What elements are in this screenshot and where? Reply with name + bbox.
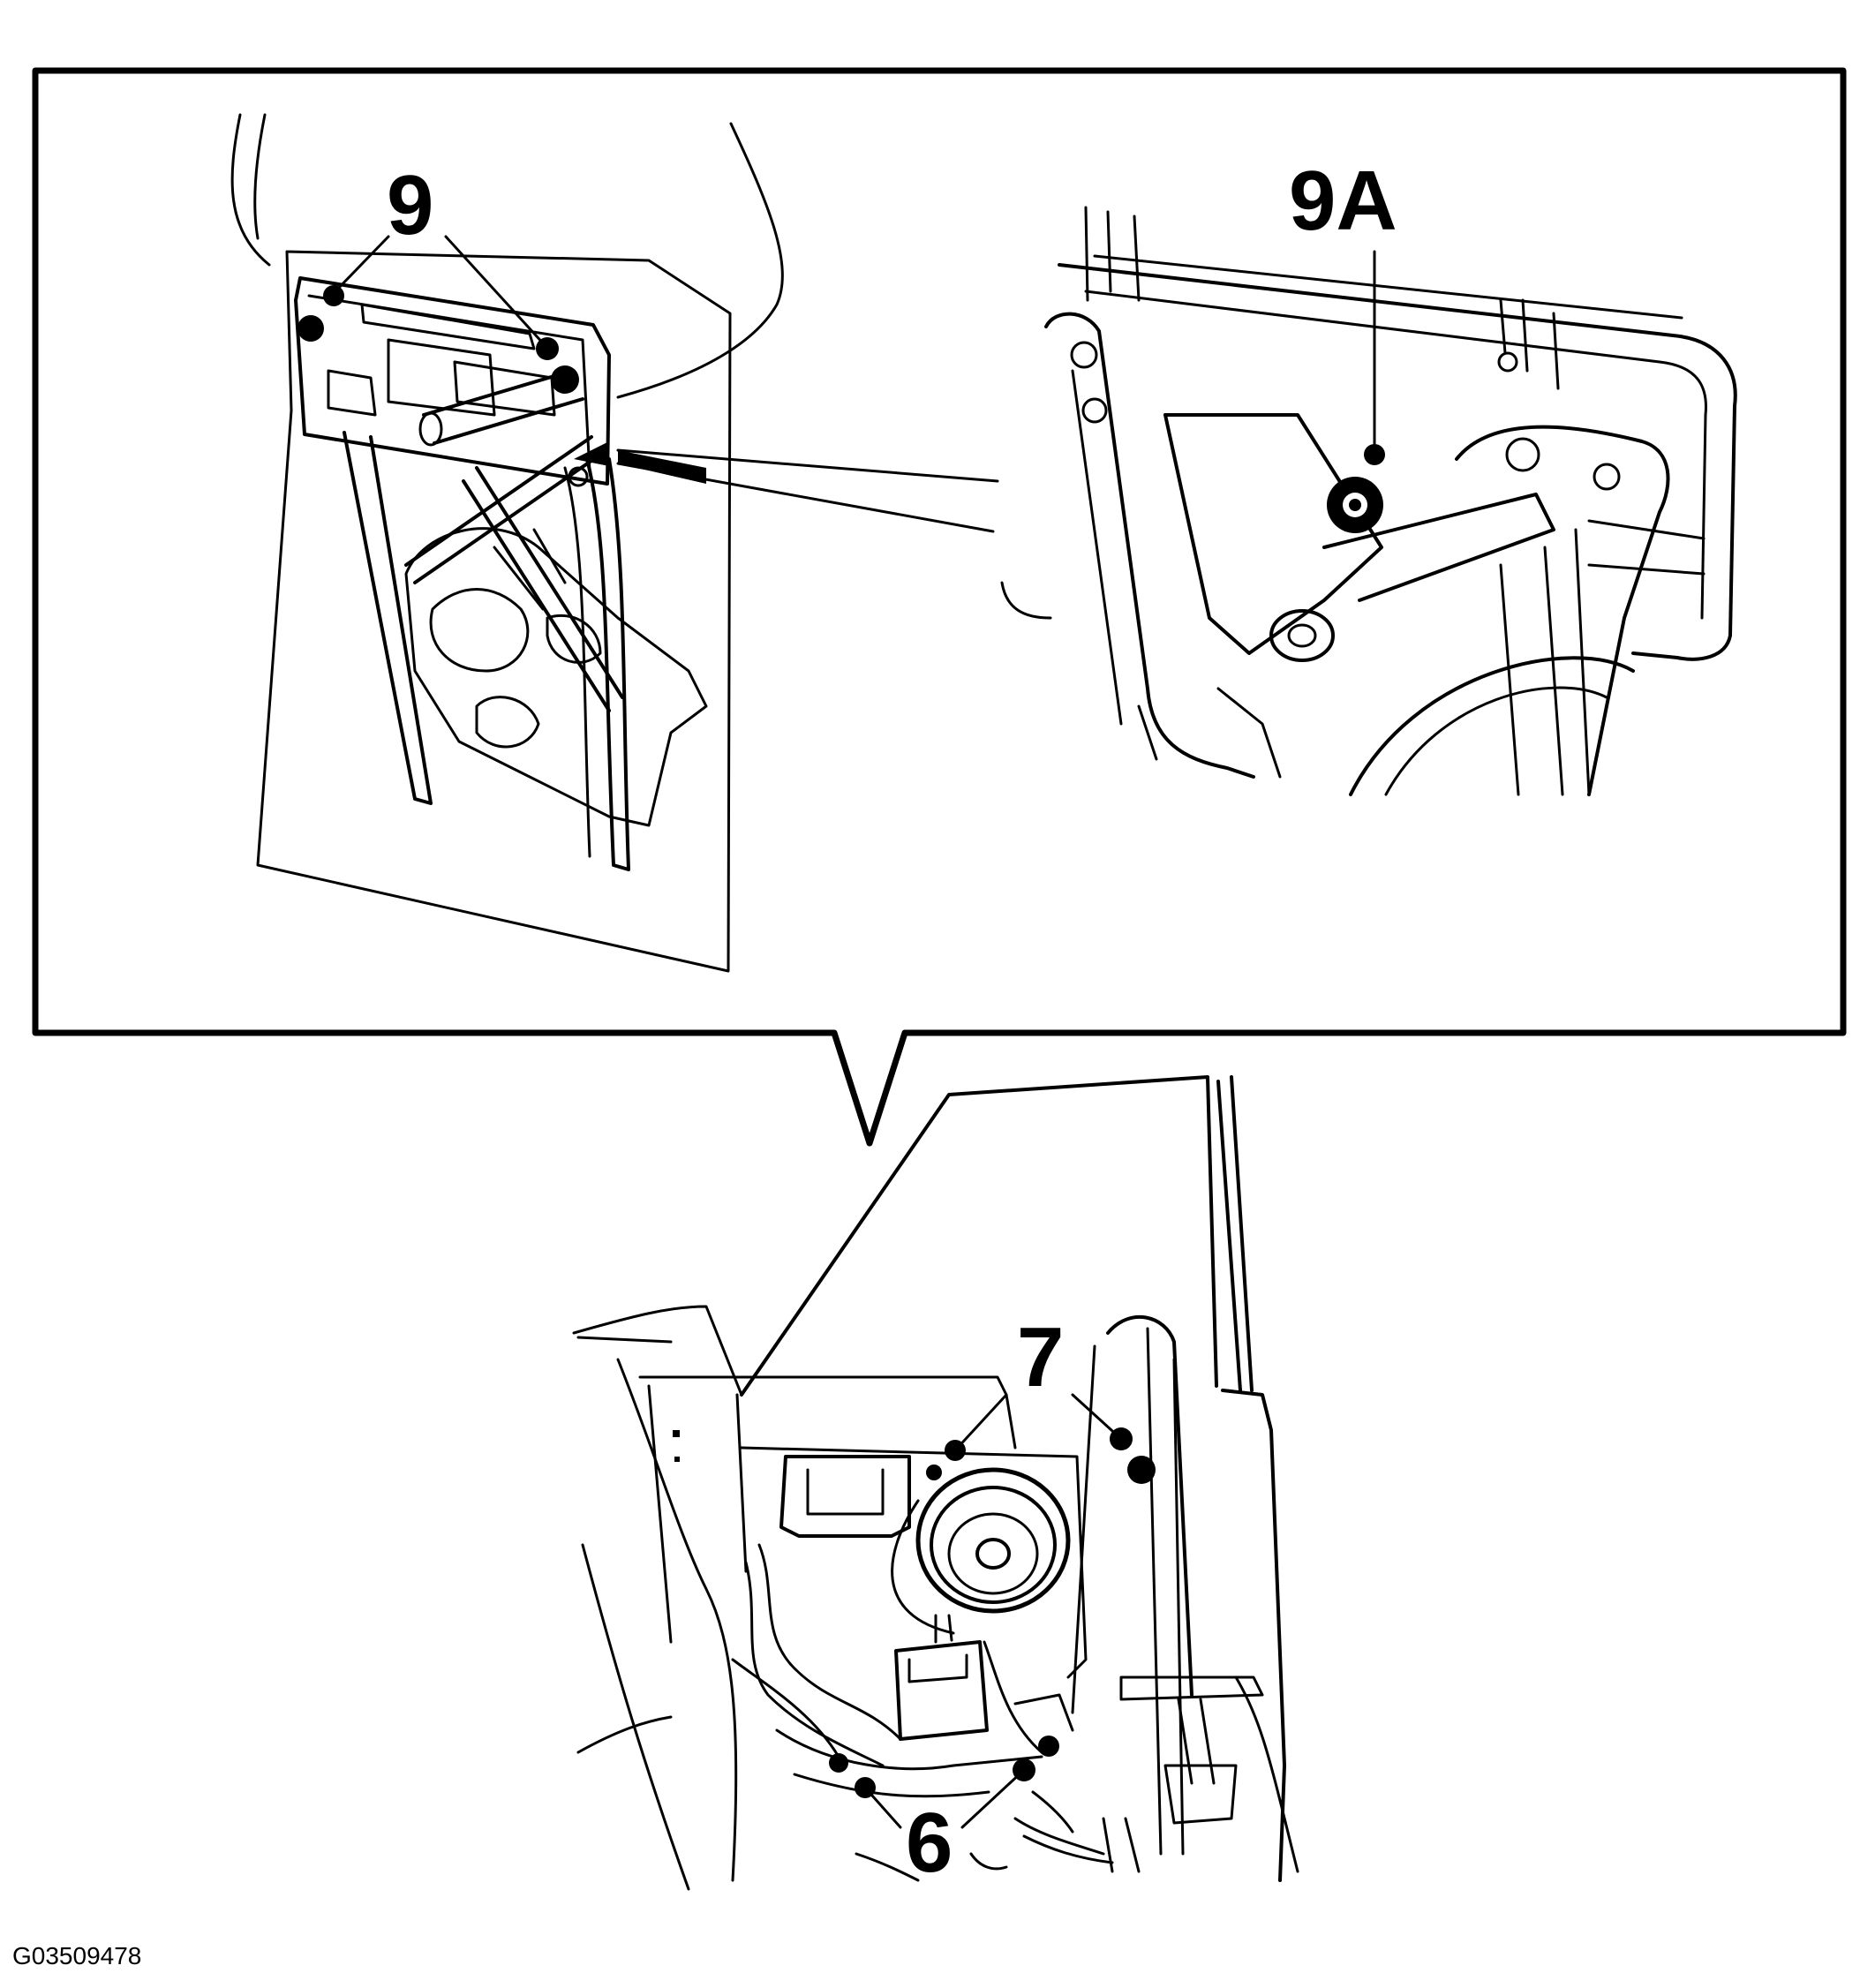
bolt-7-right [1127, 1456, 1156, 1484]
callout-7: 7 [1017, 1310, 1065, 1404]
right-detail-closeup [1000, 206, 1737, 796]
detail-frame [32, 67, 1847, 1147]
bolt-6-left-upper [829, 1753, 848, 1773]
bolt-6-right-upper [1038, 1736, 1059, 1757]
bolt-9-upper-left [323, 285, 344, 306]
left-detail-regulator [230, 113, 999, 973]
callout-9: 9 [387, 158, 434, 252]
callout-6: 6 [906, 1796, 953, 1890]
figure-id-label: G03509478 [12, 1942, 142, 1969]
main-door-view [572, 1075, 1299, 1891]
nut-9a [1327, 477, 1383, 533]
bolt-9-right [551, 365, 579, 394]
callout-9a: 9A [1289, 154, 1397, 248]
bolt-9-left [297, 315, 324, 342]
window-motor [891, 1467, 1071, 1635]
bolt-7-motor [926, 1465, 942, 1480]
